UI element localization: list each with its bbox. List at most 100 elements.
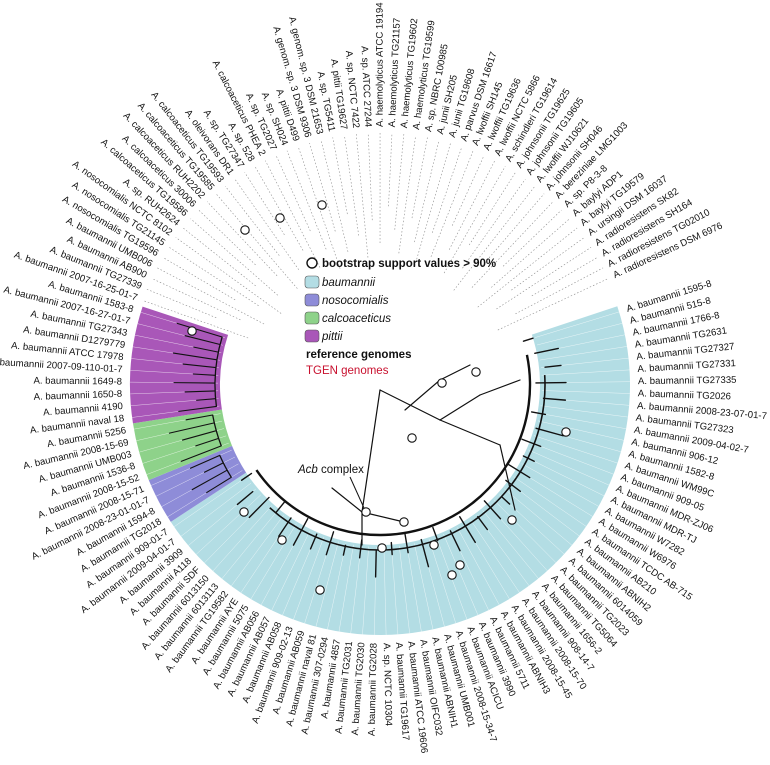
- tree-branch: [420, 538, 430, 568]
- tree-branch: [168, 422, 215, 434]
- leaf-dotted-leader: [355, 134, 369, 258]
- legend-swatch-baumannii: [304, 275, 320, 289]
- leaf-dotted-leader: [190, 218, 278, 296]
- tree-branch: [404, 379, 441, 411]
- leaf-dotted-leader: [332, 137, 348, 215]
- leaf-dotted-leader: [468, 172, 516, 246]
- leaf-dotted-leader: [411, 137, 428, 219]
- leaf-guide-line: [540, 346, 628, 361]
- bootstrap-node: [455, 560, 465, 570]
- leaf-dotted-leader: [344, 135, 360, 236]
- leaf-guide-line: [521, 463, 599, 507]
- tree-branch: [544, 364, 562, 368]
- legend-label-baumannii: baumannii: [322, 277, 376, 289]
- tree-branch: [530, 411, 547, 416]
- leaf-guide-line: [271, 530, 311, 611]
- leaf-dotted-leader: [430, 150, 474, 257]
- bootstrap-node: [277, 535, 287, 545]
- tree-branch: [522, 337, 534, 342]
- legend-label-nosocomialis: nosocomialis: [322, 295, 389, 307]
- leaf-guide-line: [406, 544, 422, 632]
- leaf-dotted-leader: [254, 166, 304, 251]
- leaf-dotted-leader: [502, 209, 562, 267]
- tree-branch: [449, 530, 461, 552]
- leaf-guide-line: [443, 533, 479, 616]
- tree-branch: [203, 462, 224, 473]
- tree-branch: [172, 352, 218, 361]
- leaf-dotted-leader: [453, 186, 536, 291]
- tree-branch: [390, 541, 393, 556]
- leaf-dotted-leader: [477, 227, 578, 308]
- tree-branch: [499, 444, 516, 511]
- leaf-dotted-leader: [471, 201, 554, 288]
- leaf-guide-line: [428, 539, 457, 624]
- leaf-dotted-leader: [182, 227, 256, 287]
- tree-branch: [459, 516, 476, 544]
- leaf-dotted-leader: [491, 218, 570, 288]
- tree-branch: [196, 398, 217, 401]
- bootstrap-node: [240, 225, 250, 235]
- legend-reference-genomes: reference genomes: [306, 349, 411, 361]
- leaf-label: A. haemolyticus ATCC 19194: [375, 2, 386, 127]
- leaf-guide-line: [541, 390, 630, 394]
- leaf-dotted-leader: [244, 172, 285, 235]
- tree-branch: [206, 476, 232, 494]
- leaf-guide-line: [534, 311, 620, 338]
- leaf-dotted-leader: [443, 166, 506, 274]
- leaf-dotted-leader: [414, 142, 451, 267]
- leaf-label: A. baumannii 1650-8: [33, 389, 122, 403]
- leaf-dotted-leader: [320, 139, 349, 252]
- leaf-label: A. baumannii TG27335: [638, 375, 737, 387]
- leaf-dotted-leader: [497, 278, 609, 331]
- legend-swatch-pittii: [304, 329, 320, 343]
- leaf-guide-line: [414, 543, 434, 630]
- legend-swatch-nosocomialis: [304, 293, 320, 307]
- leaf-dotted-leader: [448, 160, 496, 250]
- leaf-dotted-leader: [175, 237, 282, 314]
- bootstrap-node: [471, 367, 481, 377]
- tree-branch: [483, 500, 502, 520]
- leaf-dotted-leader: [398, 135, 416, 254]
- legend-swatch-calcoaceticus: [304, 311, 320, 325]
- bootstrap-node: [377, 543, 387, 553]
- acb-complex-annotation: Acb complex: [297, 464, 365, 509]
- tree-branch-arc: [214, 336, 223, 407]
- leaf-guide-line: [212, 505, 272, 572]
- tree-branch: [248, 496, 270, 519]
- clade-sector-baumannii: [170, 306, 631, 635]
- tree-branch: [361, 389, 381, 513]
- leaf-dotted-leader: [367, 133, 373, 221]
- clade-sector-pittii: [130, 306, 229, 424]
- bootstrap-node: [447, 570, 457, 580]
- tree-branch: [542, 397, 567, 401]
- leaf-labels: A. baumannii 1595-8A. baumannii 515-8A. …: [0, 2, 767, 754]
- leaf-dotted-leader: [388, 133, 393, 207]
- leaf-dotted-leader: [206, 201, 278, 277]
- leaf-dotted-leader: [224, 185, 280, 256]
- legend-tgen-genomes: TGEN genomes: [306, 365, 389, 377]
- leaf-guide-line: [293, 536, 325, 620]
- bootstrap-node: [239, 507, 249, 517]
- leaf-guide-line: [493, 499, 557, 563]
- legend-bootstrap-label: bootstrap support values > 90%: [322, 258, 496, 270]
- tree-branch: [191, 469, 228, 491]
- leaf-guide-line: [173, 476, 247, 527]
- leaf-dotted-leader: [414, 139, 440, 243]
- leaf-dotted-leader: [151, 278, 241, 321]
- leaf-dotted-leader: [198, 209, 256, 266]
- tree-branch: [521, 438, 542, 448]
- legend-label-pittii: pittii: [321, 331, 343, 343]
- tree-branch: [180, 445, 222, 462]
- leaf-guide-line: [457, 527, 500, 605]
- clade-sectors: [130, 306, 631, 635]
- leaf-guide-line: [528, 449, 610, 486]
- leaf-guide-line: [482, 510, 539, 579]
- leaf-guide-line: [470, 519, 520, 593]
- legend-label-calcoaceticus: calcoaceticus: [322, 313, 391, 325]
- tree-branch: [192, 373, 216, 376]
- bootstrap-node: [399, 517, 409, 527]
- tree-branch: [189, 454, 221, 469]
- leaf-dotted-leader: [511, 237, 585, 291]
- leaf-dotted-leader: [142, 300, 249, 339]
- tree-branch: [506, 463, 531, 479]
